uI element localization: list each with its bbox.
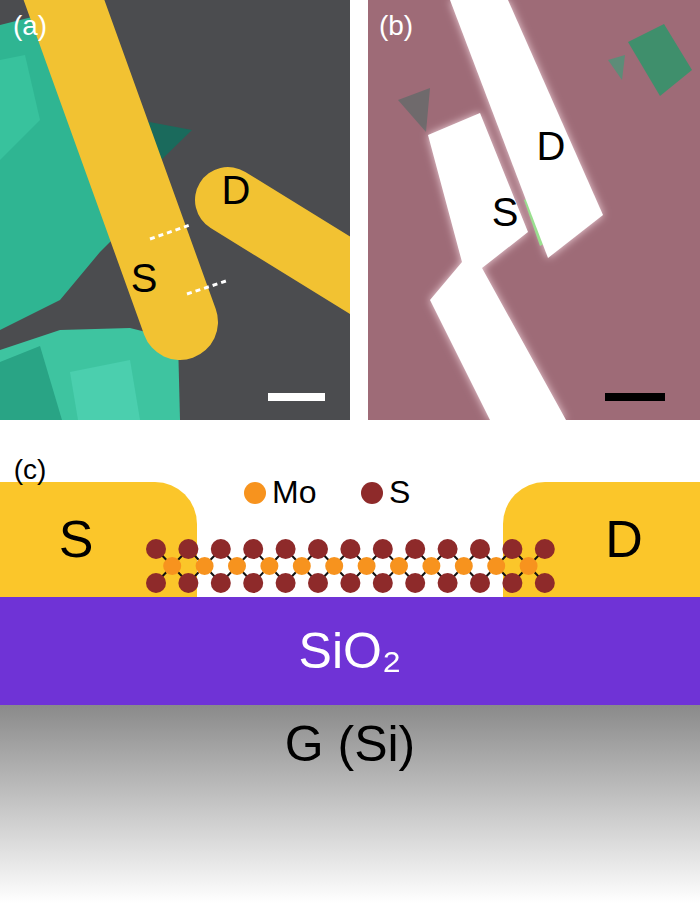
s-atom [243, 573, 263, 593]
mo-atom [228, 557, 246, 575]
electrode-label: S [131, 256, 158, 300]
layer-label: S [59, 511, 94, 568]
s-atom [308, 539, 328, 559]
layer-label: SiO₂ [299, 624, 402, 679]
s-atom [535, 573, 555, 593]
s-atom [405, 539, 425, 559]
s-atom [470, 539, 490, 559]
bond-line [156, 566, 545, 583]
s-atom [502, 573, 522, 593]
s-atom [502, 539, 522, 559]
s-atom [178, 573, 198, 593]
legend-entry: Mo [244, 473, 316, 513]
legend-entry: S [361, 473, 410, 513]
electrode-label: D [537, 124, 566, 168]
legend-text: Mo [272, 475, 316, 510]
s-atom [276, 539, 296, 559]
s-atom [211, 539, 231, 559]
legend-text: S [389, 475, 410, 510]
mo-atom [260, 557, 278, 575]
atom-swatch [361, 482, 383, 504]
s-atom [340, 539, 360, 559]
mo-atom [390, 557, 408, 575]
source-electrode: S [0, 482, 197, 598]
mo-atom [358, 557, 376, 575]
oxide-layer: SiO₂ [0, 597, 700, 705]
mo-atom [293, 557, 311, 575]
s-atom [535, 539, 555, 559]
mo-atom [422, 557, 440, 575]
s-atom [178, 539, 198, 559]
silicon-gate: G (Si) [0, 705, 700, 903]
s-atom [405, 573, 425, 593]
mo-atom [455, 557, 473, 575]
s-atom [243, 539, 263, 559]
mo-atom [520, 557, 538, 575]
s-atom [308, 573, 328, 593]
layer-label: G (Si) [285, 717, 416, 772]
s-atom [340, 573, 360, 593]
drain-electrode: D [503, 482, 700, 598]
s-atom [211, 573, 231, 593]
s-atom [373, 573, 393, 593]
mo-atom [163, 557, 181, 575]
s-atom [146, 573, 166, 593]
panel-label: (a) [13, 11, 47, 42]
optical-image-b [368, 0, 700, 420]
s-atom [438, 539, 458, 559]
mo-atom [325, 557, 343, 575]
bond-line [156, 549, 545, 566]
layer-label: D [605, 511, 643, 568]
electrode-label: S [492, 190, 519, 234]
s-atom [470, 573, 490, 593]
atom-swatch [244, 482, 266, 504]
mo-atom [196, 557, 214, 575]
panel-label: (b) [379, 11, 413, 42]
electrode-label: D [222, 168, 251, 212]
s-atom [438, 573, 458, 593]
panel-label: (c) [14, 455, 47, 486]
optical-image-a [0, 0, 350, 420]
s-atom [146, 539, 166, 559]
mo-atom [487, 557, 505, 575]
s-atom [276, 573, 296, 593]
s-atom [373, 539, 393, 559]
